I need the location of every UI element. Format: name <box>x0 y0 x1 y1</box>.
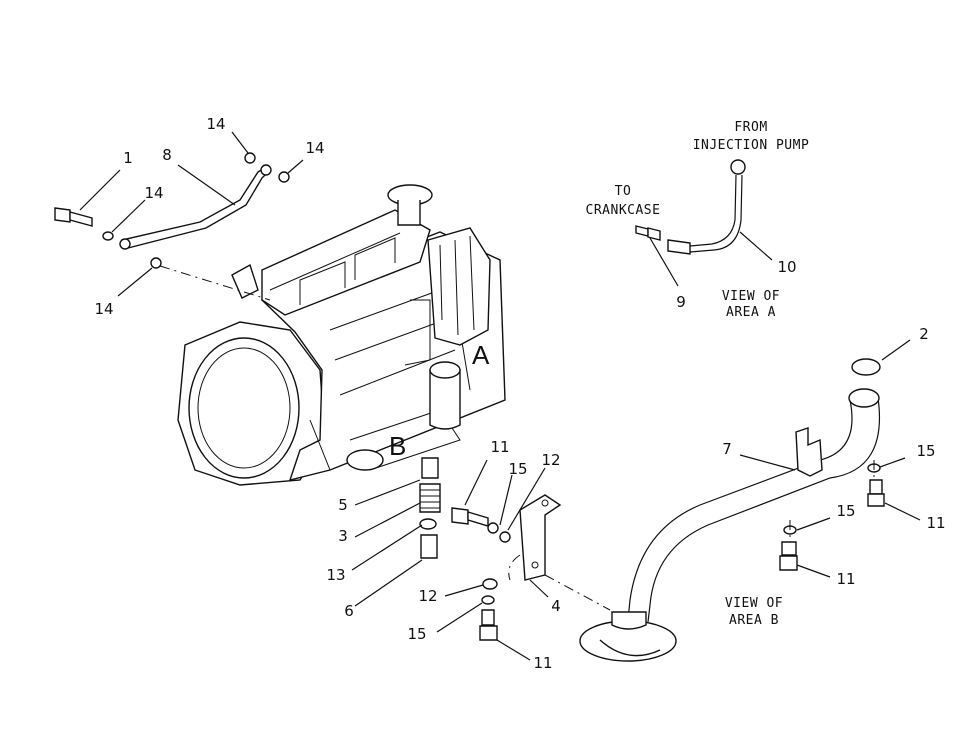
centerline-right <box>789 460 875 540</box>
centerline-left <box>159 265 271 301</box>
callout-3: 3 <box>338 527 348 545</box>
caption-view-b-line-1: VIEW OF <box>725 596 783 611</box>
callout-9: 9 <box>676 293 686 311</box>
callout-5: 5 <box>338 496 348 514</box>
washer-14-c <box>244 152 256 164</box>
washer-12-b <box>482 578 498 590</box>
callout-13: 13 <box>326 566 345 584</box>
caption-view-b-line-2: AREA B <box>729 613 779 628</box>
caption-from-injection-pump: FROM INJECTION PUMP <box>693 120 810 153</box>
bolt-11-b <box>479 609 498 641</box>
washer-14-d <box>278 171 290 183</box>
suction-tube-7 <box>579 358 881 662</box>
zone-a-marker: A <box>472 340 490 370</box>
callout-14-d: 14 <box>94 300 113 318</box>
washer-14-b <box>150 257 162 269</box>
centerline-bracket <box>508 554 611 611</box>
callout-6: 6 <box>344 602 354 620</box>
callout-11-a: 11 <box>926 514 945 532</box>
callout-8: 8 <box>162 146 172 164</box>
callout-15-c: 15 <box>508 460 527 478</box>
callout-15-d: 15 <box>407 625 426 643</box>
bolt-11-d <box>779 541 798 571</box>
fitting-9 <box>635 225 661 241</box>
washer-15-b <box>481 595 495 605</box>
callout-15-b: 15 <box>836 502 855 520</box>
callout-14-c: 14 <box>144 184 163 202</box>
washer-12-a <box>499 531 511 543</box>
callout-11-d: 11 <box>533 654 552 672</box>
caption-from-line-1: FROM <box>734 120 767 135</box>
caption-view-area-b: VIEW OF AREA B <box>725 596 783 628</box>
caption-view-a-line-2: AREA A <box>726 305 776 320</box>
callout-11-c: 11 <box>490 438 509 456</box>
callout-14-b: 14 <box>305 139 324 157</box>
callout-14-a: 14 <box>206 115 225 133</box>
bolt-1 <box>54 207 93 227</box>
bolt-11-c <box>867 479 885 507</box>
caption-view-a-line-1: VIEW OF <box>722 289 780 304</box>
bracket-4 <box>519 494 562 581</box>
engine-assembly <box>177 184 506 486</box>
oil-line-10 <box>667 159 746 255</box>
callout-12-b: 12 <box>418 587 437 605</box>
caption-to-line-2: CRANKCASE <box>586 203 661 218</box>
washer-15-a <box>487 522 499 534</box>
caption-to-crankcase: TO CRANKCASE <box>586 184 661 218</box>
bolt-11-a <box>451 507 489 527</box>
callout-12-a: 12 <box>541 451 560 469</box>
caption-to-line-1: TO <box>615 184 632 199</box>
caption-view-area-a: VIEW OF AREA A <box>722 289 780 320</box>
callout-2: 2 <box>919 325 929 343</box>
callout-15-a: 15 <box>916 442 935 460</box>
caption-from-line-2: INJECTION PUMP <box>693 138 810 153</box>
callout-10: 10 <box>777 258 796 276</box>
callout-7: 7 <box>722 440 732 458</box>
filter-stack <box>419 457 441 559</box>
callout-11-b: 11 <box>836 570 855 588</box>
plug-2 <box>851 358 881 376</box>
zone-b-marker: B <box>389 431 406 461</box>
leader-lines <box>79 131 921 661</box>
washer-14-a <box>102 231 114 241</box>
callouts: 1 8 14 14 14 14 2 7 15 11 15 11 10 9 5 3… <box>94 115 945 672</box>
callout-1: 1 <box>123 149 133 167</box>
callout-4: 4 <box>551 597 561 615</box>
oil-line-8 <box>119 164 272 250</box>
